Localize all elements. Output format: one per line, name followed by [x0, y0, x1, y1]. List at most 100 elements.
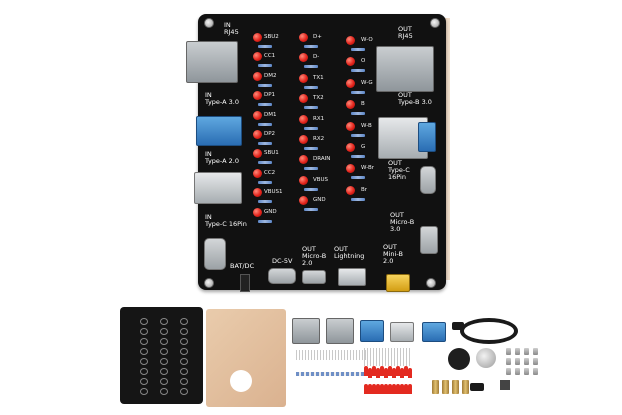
indicator-led [253, 110, 262, 120]
loose-led [408, 368, 412, 378]
loose-led [368, 368, 372, 378]
label-in-typea3: IN Type-A 3.0 [205, 91, 239, 106]
loose-led [392, 368, 396, 378]
screw [426, 278, 436, 288]
resistor [304, 208, 318, 212]
coin-cell-battery [476, 348, 496, 368]
resistor [258, 200, 272, 204]
signal-label: RX1 [313, 115, 325, 122]
label-in-typec16: IN Type-C 16Pin [205, 213, 247, 228]
indicator-led [299, 73, 308, 83]
resistor [351, 112, 365, 116]
loose-led [368, 384, 372, 394]
indicator-led [346, 57, 355, 67]
indicator-led [299, 33, 308, 42]
label-out-typec16: OUT Type-C 16Pin [388, 159, 410, 181]
lightning-port-out [338, 268, 366, 286]
signal-label: SBU1 [264, 150, 279, 157]
resistor [258, 219, 272, 223]
brass-standoff [442, 380, 449, 394]
signal-label: RX2 [313, 136, 325, 142]
signal-label: Br [361, 186, 368, 193]
indicator-led [299, 114, 308, 124]
indicator-led [253, 130, 262, 139]
loose-led [392, 384, 396, 394]
signal-label: CC1 [264, 53, 276, 60]
indicator-led [346, 100, 355, 110]
resistor [258, 83, 272, 87]
pad-footprint [180, 338, 188, 345]
loose-led [388, 366, 392, 376]
label-out-microb2: OUT Micro-B 2.0 [302, 245, 327, 267]
indicator-led [346, 143, 355, 152]
label-in-typea2: IN Type-A 2.0 [205, 150, 239, 165]
pad-footprint [140, 378, 148, 385]
indicator-led [253, 52, 262, 62]
signal-label: VBUS [313, 176, 329, 183]
pad-footprint [160, 328, 168, 335]
resistor [351, 155, 365, 158]
resistor [258, 142, 272, 145]
loose-led [380, 366, 384, 376]
indicator-led [253, 207, 262, 217]
micro-b3-port-out [420, 226, 438, 254]
resistor [258, 103, 272, 107]
bolt [506, 358, 511, 365]
indicator-led [253, 33, 262, 42]
indicator-led [299, 135, 308, 144]
signal-label: D+ [313, 34, 322, 40]
bolt [524, 368, 529, 375]
pad-footprint [160, 358, 168, 365]
battery-holder [448, 348, 470, 370]
resistor [304, 65, 318, 69]
resistor [351, 48, 365, 51]
acrylic-cover-plate [206, 309, 286, 407]
brass-standoff [432, 380, 439, 394]
resistor [351, 176, 365, 180]
pad-footprint [180, 348, 188, 355]
switch-component [470, 383, 484, 391]
loose-led [400, 368, 404, 378]
loose-led [376, 384, 380, 394]
signal-label: TX2 [313, 95, 324, 102]
loose-led [404, 384, 408, 394]
signal-label: GND [313, 197, 326, 204]
loose-led [384, 384, 388, 394]
resistor-strip [296, 372, 366, 376]
usb-c-port-out [420, 166, 436, 194]
signal-label: W-Br [361, 165, 375, 172]
pad-footprint [160, 378, 168, 385]
brass-standoff [452, 380, 459, 394]
bolt [506, 368, 511, 375]
resistor [351, 197, 365, 201]
loose-led [396, 384, 400, 394]
indicator-led [346, 36, 355, 45]
label-out-rj45: OUT RJ45 [398, 25, 413, 40]
loose-rj45-connector [292, 318, 320, 344]
resistor [304, 45, 318, 48]
usb-a3-port-in [196, 116, 242, 146]
pad-footprint [180, 368, 188, 375]
label-out-minib2: OUT Mini-B 2.0 [383, 243, 403, 265]
usb-b3-blue-insert [418, 122, 436, 152]
loose-rj45-connector [326, 318, 354, 344]
bolt [533, 358, 538, 365]
resistor [304, 147, 318, 150]
loose-led [364, 366, 368, 376]
signal-label: W-G [361, 79, 373, 86]
label-dc-5v: DC-5V [272, 257, 293, 265]
signal-label: VBUS1 [264, 189, 283, 196]
indicator-led [253, 188, 262, 198]
signal-label: DM1 [264, 111, 277, 118]
pad-footprint [180, 378, 188, 385]
indicator-led [253, 91, 262, 101]
resistor [258, 161, 272, 165]
resistor [258, 45, 272, 48]
pad-footprint [180, 388, 188, 395]
resistor [258, 122, 272, 126]
label-bat-dc: BAT/DC [230, 262, 255, 270]
resistor [304, 187, 318, 191]
loose-led [396, 366, 400, 376]
label-out-microb3: OUT Micro-B 3.0 [390, 211, 415, 233]
resistor-leads [296, 350, 366, 360]
